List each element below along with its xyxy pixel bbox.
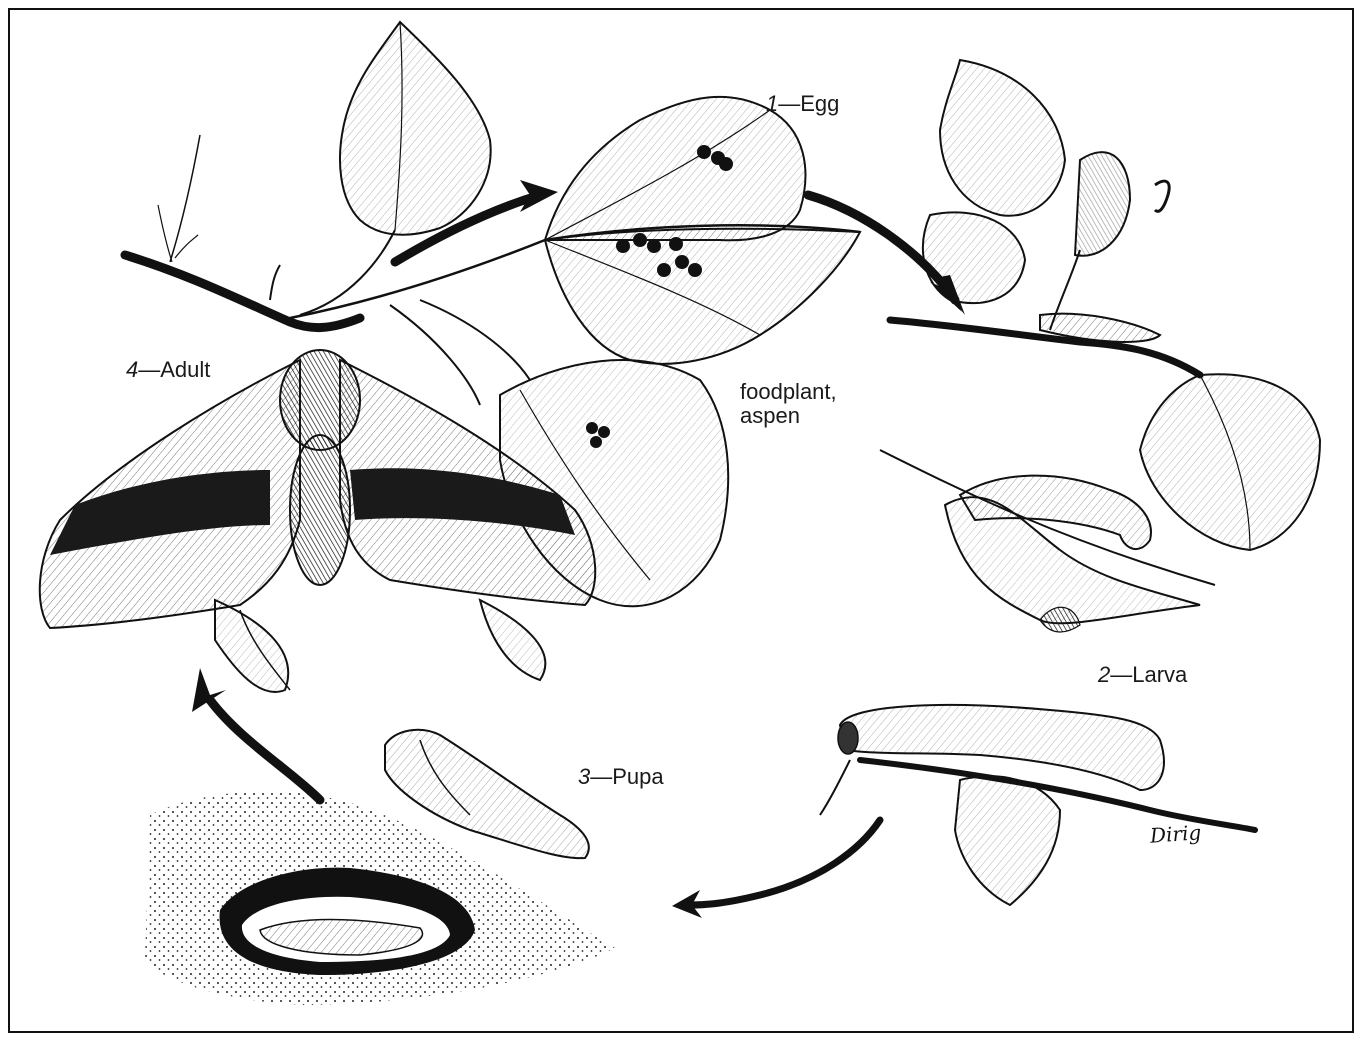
label-pupa: 3—Pupa: [578, 765, 664, 789]
label-foodplant-line2: aspen: [740, 404, 837, 428]
label-larva: 2—Larva: [1098, 663, 1187, 687]
label-larva-text: —Larva: [1110, 662, 1187, 687]
aspen-leaf-right: [1140, 374, 1320, 550]
label-adult: 4—Adult: [126, 358, 210, 382]
label-foodplant: foodplant, aspen: [740, 380, 837, 428]
label-egg-number: 1: [766, 91, 778, 116]
label-egg-text: —Egg: [778, 91, 839, 116]
label-larva-number: 2: [1098, 662, 1110, 687]
label-pupa-number: 3: [578, 764, 590, 789]
aspen-twig-right: [890, 60, 1200, 375]
label-foodplant-line1: foodplant,: [740, 380, 837, 404]
label-adult-number: 4: [126, 357, 138, 382]
aspen-leaf-upper: [340, 22, 491, 235]
artist-signature: Dirig: [1149, 820, 1202, 848]
label-adult-text: —Adult: [138, 357, 210, 382]
label-egg: 1—Egg: [766, 92, 839, 116]
aspen-leaf-egg-top: [545, 97, 805, 240]
aspen-leaf-egg-bottom: [545, 229, 860, 364]
larva: [820, 705, 1255, 905]
aspen-leaf-moth-bottom: [215, 600, 545, 692]
label-pupa-text: —Pupa: [590, 764, 663, 789]
